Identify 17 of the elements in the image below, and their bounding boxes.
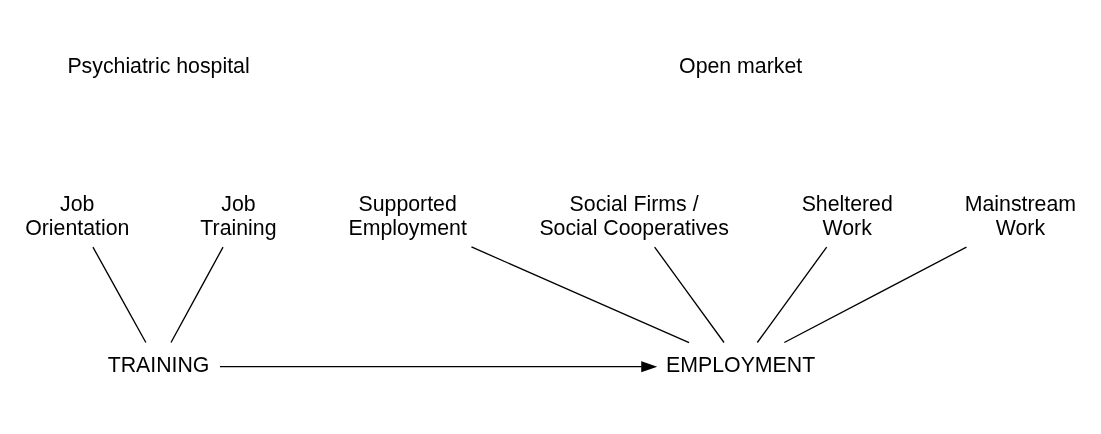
label: Open market <box>679 53 803 78</box>
node-text: Job Orientation <box>25 191 130 240</box>
node-text: Mainstream Work <box>964 191 1077 240</box>
connector <box>653 245 725 343</box>
node-text: Supported Employment <box>348 191 467 240</box>
connector <box>470 245 690 343</box>
connector <box>92 245 147 343</box>
connector <box>170 245 224 343</box>
connector <box>783 245 968 343</box>
node-text: Sheltered Work <box>801 191 893 240</box>
arrow <box>219 360 658 372</box>
node-text: Job Training <box>200 191 277 240</box>
node-text: Social Firms / Social Cooperatives <box>539 191 729 240</box>
label: Psychiatric hospital <box>67 53 250 78</box>
node-text: TRAINING <box>107 352 210 377</box>
connector <box>756 245 828 343</box>
node-text: EMPLOYMENT <box>666 352 816 377</box>
